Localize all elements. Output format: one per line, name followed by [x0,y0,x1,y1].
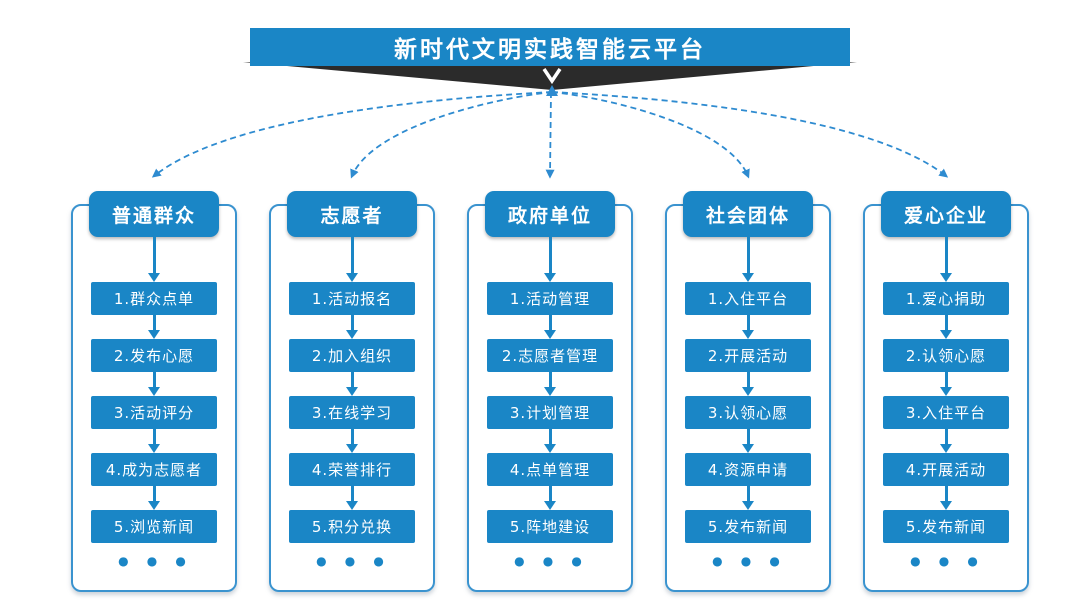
down-arrow-icon [940,429,952,453]
down-arrow-icon [346,429,358,453]
step-box: 3.在线学习 [289,396,415,429]
column-header-box: 志愿者 [287,191,417,237]
down-arrow-icon [544,486,556,510]
down-arrow-icon [148,372,160,396]
more-steps-ellipsis: ● ● ● [514,554,589,568]
role-column: 政府单位 1.活动管理 2.志愿者管理 3.计划管理 4.点单管理 5.阵地建设 ● ● … [467,191,633,592]
more-steps-ellipsis: ● ● ● [316,554,391,568]
down-arrow-icon [346,372,358,396]
down-arrow-icon [346,315,358,339]
dashed-link-col5 [551,91,949,178]
down-arrow-icon [148,315,160,339]
step-box: 2.发布心愿 [91,339,217,372]
dashed-link-col3 [545,91,555,179]
down-arrow-icon [742,429,754,453]
step-box: 4.开展活动 [883,453,1009,486]
step-box: 2.志愿者管理 [487,339,613,372]
down-arrow-icon [742,237,754,282]
down-arrow-icon [940,237,952,282]
step-box: 2.开展活动 [685,339,811,372]
step-box: 2.加入组织 [289,339,415,372]
dashed-link-col1 [151,91,553,178]
chevron-down-icon [542,68,562,85]
down-arrow-icon [742,315,754,339]
column-header-label: 爱心企业 [903,204,988,227]
down-arrow-icon [346,486,358,510]
down-arrow-icon [940,372,952,396]
step-box: 5.发布新闻 [883,510,1009,543]
step-box: 4.点单管理 [487,453,613,486]
down-arrow-icon [544,372,556,396]
column-header-box: 爱心企业 [881,191,1011,237]
converge-up-arrow-icon [546,85,558,96]
step-box: 1.活动管理 [487,282,613,315]
step-box: 3.计划管理 [487,396,613,429]
down-arrow-icon [940,315,952,339]
dashed-link-col2 [350,91,553,179]
down-arrow-icon [148,429,160,453]
step-box: 5.发布新闻 [685,510,811,543]
more-steps-ellipsis: ● ● ● [910,554,985,568]
step-box: 3.入住平台 [883,396,1009,429]
platform-title-banner: 新时代文明实践智能云平台 [250,28,850,66]
step-box: 3.活动评分 [91,396,217,429]
column-header-label: 志愿者 [320,204,384,227]
step-box: 1.爱心捐助 [883,282,1009,315]
platform-title: 新时代文明实践智能云平台 [394,37,706,63]
column-header-box: 社会团体 [683,191,813,237]
down-arrow-icon [544,237,556,282]
more-steps-ellipsis: ● ● ● [118,554,193,568]
step-box: 4.资源申请 [685,453,811,486]
step-box: 1.入住平台 [685,282,811,315]
step-box: 1.活动报名 [289,282,415,315]
column-header-box: 政府单位 [485,191,615,237]
step-box: 1.群众点单 [91,282,217,315]
step-box: 5.浏览新闻 [91,510,217,543]
down-arrow-icon [544,429,556,453]
down-arrow-icon [148,237,160,282]
step-box: 5.积分兑换 [289,510,415,543]
dashed-link-col4 [551,91,750,179]
column-header-box: 普通群众 [89,191,219,237]
role-column: 社会团体 1.入住平台 2.开展活动 3.认领心愿 4.资源申请 5.发布新闻 ● ● ● [665,191,831,592]
column-header-label: 政府单位 [507,204,592,227]
step-box: 4.荣誉排行 [289,453,415,486]
role-column: 普通群众 1.群众点单 2.发布心愿 3.活动评分 4.成为志愿者 5.浏览新闻 ● ● … [71,191,237,592]
down-arrow-icon [742,486,754,510]
step-box: 5.阵地建设 [487,510,613,543]
down-arrow-icon [346,237,358,282]
down-arrow-icon [742,372,754,396]
step-box: 4.成为志愿者 [91,453,217,486]
column-header-label: 普通群众 [111,204,196,227]
role-column: 志愿者 1.活动报名 2.加入组织 3.在线学习 4.荣誉排行 5.积分兑换 ● ● ● [269,191,435,592]
step-box: 3.认领心愿 [685,396,811,429]
fan-connector-graphic [151,62,949,179]
down-arrow-icon [148,486,160,510]
role-column: 爱心企业 1.爱心捐助 2.认领心愿 3.入住平台 4.开展活动 5.发布新闻 ● ● ● [863,191,1029,592]
down-arrow-icon [940,486,952,510]
step-box: 2.认领心愿 [883,339,1009,372]
down-arrow-icon [544,315,556,339]
more-steps-ellipsis: ● ● ● [712,554,787,568]
column-header-label: 社会团体 [705,204,790,227]
